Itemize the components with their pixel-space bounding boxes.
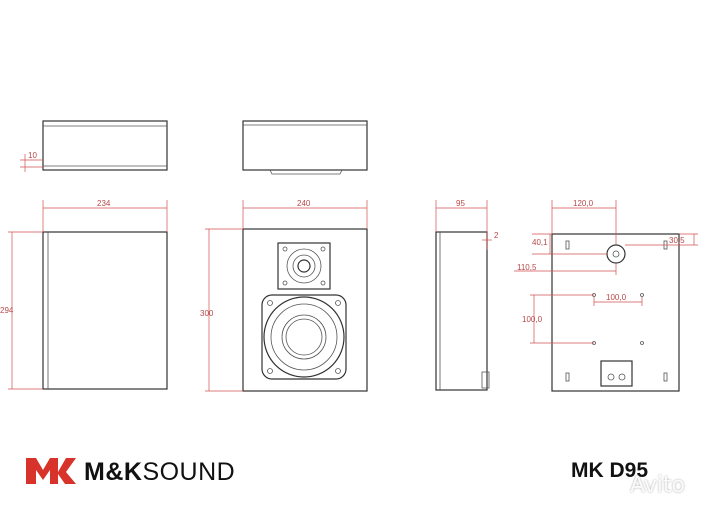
dim-side2-offset-label: 2 <box>494 231 499 240</box>
dim-back-right-offset-label: 30,5 <box>669 236 685 245</box>
dim-side2-depth: 95 <box>435 199 488 232</box>
dim-front-height: 300 <box>200 228 243 392</box>
dim-side-width: 234 <box>42 199 168 232</box>
tweeter-plate <box>277 242 331 290</box>
dim-back-right-offset: 30,5 <box>625 233 698 246</box>
dim-side-height-label: 294 <box>0 306 14 315</box>
dim-front-height-label: 300 <box>200 309 214 318</box>
dim-mount-h-spacing-label: 100,0 <box>606 293 627 302</box>
dim-mount-v-spacing-label: 100,0 <box>522 315 543 324</box>
avito-watermark: Avito <box>630 473 685 498</box>
dim-back-top-offset-label: 40,1 <box>532 238 548 247</box>
front-view <box>242 228 368 392</box>
model-name: MK D95 <box>571 459 649 482</box>
keyhole-mount <box>606 244 626 264</box>
side-view <box>42 231 168 390</box>
dim-back-left-offset-label: 110,5 <box>517 263 537 272</box>
dim-side2-depth-label: 95 <box>456 199 465 208</box>
side-view-narrow <box>435 231 490 391</box>
brand-name-bold: M&K <box>84 457 143 486</box>
dim-side-width-label: 234 <box>97 199 111 208</box>
top-view-right <box>242 120 368 175</box>
dim-mount-h-spacing: 100,0 <box>593 293 643 306</box>
dim-top-depth: 10 <box>20 151 43 172</box>
woofer-frame <box>261 294 347 380</box>
dim-top-depth-label: 10 <box>28 151 37 160</box>
dim-front-width: 240 <box>242 199 368 229</box>
mk-logo-icon <box>26 458 76 484</box>
dim-back-width: 120,0 <box>551 199 617 245</box>
dim-front-width-label: 240 <box>297 199 311 208</box>
terminal-plate <box>600 360 633 387</box>
back-view <box>551 233 680 392</box>
brand-block: M&KSOUND <box>78 456 235 488</box>
brand-name-light: SOUND <box>142 457 236 486</box>
dim-back-left-offset: 110,5 <box>514 263 617 275</box>
dim-mount-v-spacing: 100,0 <box>522 294 594 344</box>
top-view-left <box>42 120 168 171</box>
dim-side2-offset: 2 <box>482 231 499 250</box>
dim-back-top-offset: 40,1 <box>532 233 607 255</box>
dim-side-height: 294 <box>0 231 43 390</box>
brand-name: M&KSOUND <box>84 458 235 487</box>
dim-back-width-label: 120,0 <box>573 199 594 208</box>
